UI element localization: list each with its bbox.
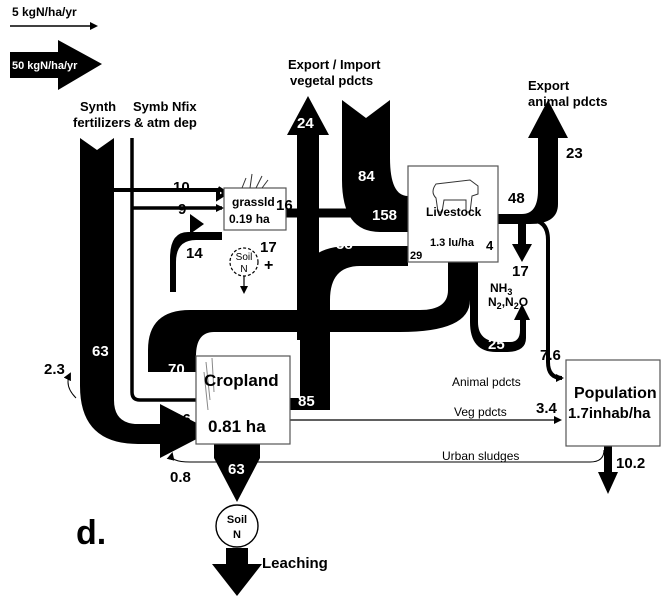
flow-name-animal-pdcts: Animal pdcts bbox=[452, 375, 521, 389]
header-animal-line2: animal pdcts bbox=[528, 94, 607, 109]
value-cropland-to-soil: 63 bbox=[228, 461, 245, 478]
flow-name-veg-pdcts: Veg pdcts bbox=[454, 405, 507, 419]
value-animal-to-population: 7.6 bbox=[540, 347, 561, 364]
population-node: Population 1.7inhab/ha bbox=[566, 360, 660, 446]
livestock-density: 1.3 lu/ha bbox=[430, 237, 475, 249]
value-cropland-inflow: 70 bbox=[168, 361, 185, 378]
header-synth-line1: Synth bbox=[80, 99, 116, 114]
header-synth-line2: fertilizers bbox=[73, 115, 131, 130]
crop-soil-line2: N bbox=[233, 529, 241, 541]
legend-small-label: 5 kgN/ha/yr bbox=[12, 5, 77, 19]
flow-leaching bbox=[212, 548, 262, 596]
thin-flows bbox=[68, 374, 604, 462]
population-name: Population bbox=[574, 385, 657, 402]
value-population-loss: 10.2 bbox=[616, 455, 645, 472]
value-grassland-to-livestock: 16 bbox=[276, 197, 293, 214]
value-livestock-to-grass-soil: 14 bbox=[186, 245, 203, 262]
cropland-node: Cropland 0.81 ha bbox=[196, 356, 290, 444]
value-grass-soil-gain-sign: + bbox=[264, 257, 273, 274]
livestock-node: Livestock 1.3 lu/ha 4 29 bbox=[408, 166, 498, 262]
flow-grass-soil-arrowhead bbox=[190, 214, 204, 234]
flow-livestock-to-grass-soil bbox=[170, 232, 222, 292]
flow-livestock-emissions bbox=[512, 224, 532, 262]
value-sludge-return: 0.8 bbox=[170, 469, 191, 486]
flow-synth-to-cropland bbox=[80, 138, 212, 458]
flow-synth-to-grassland bbox=[110, 170, 226, 198]
flow-headers: Synth fertilizers Symb Nfix & atm dep Ex… bbox=[73, 57, 607, 130]
grassland-area: 0.19 ha bbox=[229, 212, 270, 226]
value-vegetal-import: 84 bbox=[358, 168, 375, 185]
flow-name-urban-sludges: Urban sludges bbox=[442, 449, 519, 463]
legend: 5 kgN/ha/yr 50 kgN/ha/yr bbox=[10, 5, 102, 90]
crop-soil-line1: Soil bbox=[227, 514, 247, 526]
grass-soil-node: Soil N bbox=[230, 248, 258, 292]
grass-soil-line2: N bbox=[240, 264, 247, 275]
livestock-corner-value: 29 bbox=[410, 250, 422, 262]
header-vegetal-line1: Export / Import bbox=[288, 57, 381, 72]
value-small-loss: 2.3 bbox=[44, 361, 65, 378]
value-vegetal-export: 24 bbox=[297, 115, 314, 132]
flow-small-loss bbox=[68, 374, 76, 398]
value-veg-to-population: 3.4 bbox=[536, 400, 558, 417]
value-nfix-to-cropland: 16 bbox=[174, 411, 191, 428]
value-manure-emissions: 25 bbox=[488, 336, 505, 353]
flow-population-loss bbox=[598, 446, 618, 494]
header-animal-line1: Export bbox=[528, 78, 570, 93]
legend-large-label: 50 kgN/ha/yr bbox=[12, 60, 78, 72]
value-grass-soil-gain: 17 bbox=[260, 239, 277, 256]
value-synth-to-grassland: 10 bbox=[173, 179, 190, 196]
livestock-density-suffix: 4 bbox=[486, 238, 494, 253]
header-vegetal-line2: vegetal pdcts bbox=[290, 73, 373, 88]
value-livestock-emissions: 17 bbox=[512, 263, 529, 280]
header-nfix-line2: & atm dep bbox=[134, 115, 197, 130]
panel-label: d. bbox=[76, 514, 106, 552]
value-animal-export: 23 bbox=[566, 145, 583, 162]
emission-gases-line2: N2,N2O bbox=[488, 295, 528, 311]
population-box bbox=[566, 360, 660, 446]
value-nfix-to-grassland: 9 bbox=[178, 201, 186, 218]
value-synth-to-cropland: 63 bbox=[92, 343, 109, 360]
value-cropland-to-livestock: 58 bbox=[336, 236, 353, 253]
cropland-name: Cropland bbox=[204, 371, 279, 390]
flow-nfix-to-cropland bbox=[132, 392, 206, 400]
grassland-name: grassld bbox=[232, 195, 275, 209]
population-density: 1.7inhab/ha bbox=[568, 405, 651, 422]
flow-bands bbox=[80, 96, 618, 596]
value-livestock-export-split: 48 bbox=[508, 190, 525, 207]
crop-soil-node: Soil N bbox=[216, 505, 258, 547]
livestock-name: Livestock bbox=[426, 205, 482, 219]
grass-icon bbox=[242, 174, 268, 188]
value-livestock-to-cropland: 109 bbox=[420, 269, 445, 286]
value-cropland-outflow: 85 bbox=[298, 393, 315, 410]
flow-name-leaching: Leaching bbox=[262, 555, 328, 572]
cropland-area: 0.81 ha bbox=[208, 417, 266, 436]
header-nfix-line1: Symb Nfix bbox=[133, 99, 197, 114]
grass-soil-line1: Soil bbox=[236, 252, 253, 263]
value-import-to-livestock: 158 bbox=[372, 207, 397, 224]
